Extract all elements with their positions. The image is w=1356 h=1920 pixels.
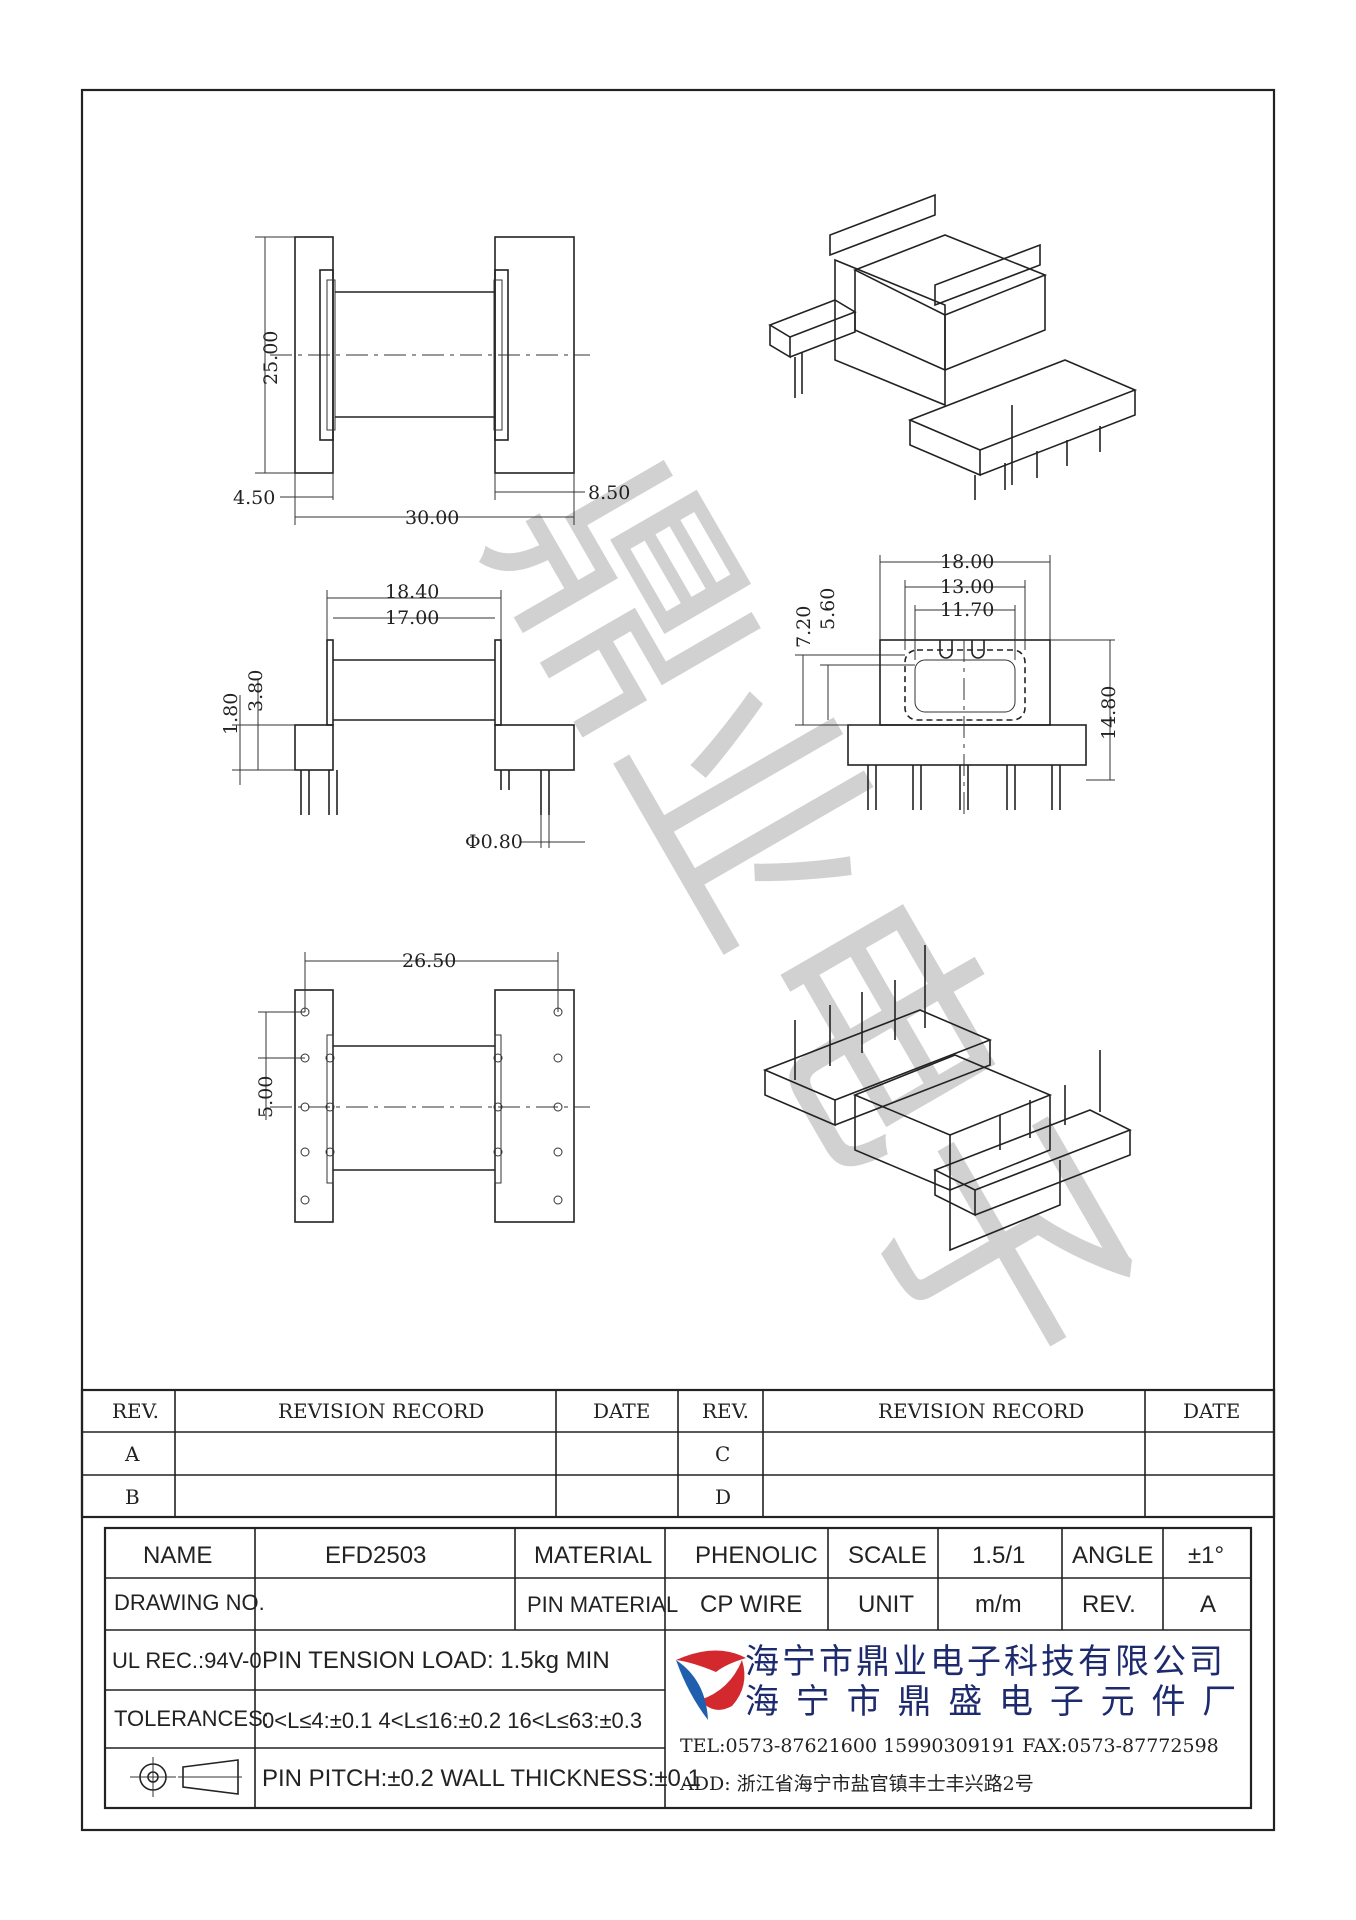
- rev-header-1: REV.: [112, 1399, 159, 1423]
- dim-14-80: 14.80: [1098, 686, 1120, 740]
- angle-label: ANGLE: [1072, 1542, 1153, 1569]
- front-view: 18.40 17.00 1.80 3.80 Φ0.80: [220, 581, 585, 853]
- watermark: 鼎业电子: [436, 415, 1188, 1427]
- rev-a: A: [124, 1442, 140, 1466]
- dim-5: 5.00: [255, 1076, 277, 1118]
- rev-value: A: [1200, 1591, 1216, 1618]
- iso-view-bottom: [762, 945, 1132, 1252]
- dim-3-80: 3.80: [245, 670, 267, 712]
- angle-value: ±1°: [1188, 1542, 1224, 1569]
- revision-record-header-2: REVISION RECORD: [878, 1399, 1084, 1423]
- rev-d: D: [715, 1485, 731, 1509]
- iso-view-top: [768, 193, 1138, 500]
- revision-record-header-1: REVISION RECORD: [278, 1399, 484, 1423]
- sheet-frame: [80, 88, 1276, 1832]
- company-tel-fax: TEL:0573-87621600 15990309191 FAX:0573-8…: [680, 1735, 1219, 1757]
- rev-label: REV.: [1082, 1591, 1136, 1618]
- company-address: ADD: 浙江省海宁市盐官镇丰士丰兴路2号: [679, 1773, 1034, 1795]
- dim-18: 18.00: [940, 551, 994, 573]
- dim-30: 30.00: [405, 507, 459, 529]
- material-label: MATERIAL: [534, 1542, 652, 1569]
- pin-tension: PIN TENSION LOAD: 1.5kg MIN: [262, 1647, 610, 1674]
- pin-material-value: CP WIRE: [700, 1591, 802, 1618]
- date-header-2: DATE: [1183, 1399, 1240, 1423]
- scale-value: 1.5/1: [972, 1542, 1025, 1569]
- ul-label: UL REC.:94V-0: [112, 1648, 262, 1673]
- dim-26-50: 26.50: [402, 950, 456, 972]
- material-value: PHENOLIC: [695, 1542, 818, 1569]
- rev-c: C: [715, 1442, 730, 1466]
- revision-table: REV. REVISION RECORD DATE REV. REVISION …: [80, 1388, 1276, 1519]
- pin-pitch: PIN PITCH:±0.2 WALL THICKNESS:±0.1: [262, 1765, 701, 1792]
- company-logo-icon: [676, 1650, 746, 1720]
- watermark-text: 鼎业电子: [436, 415, 1188, 1427]
- tolerances-label: TOLERANCES:: [114, 1706, 269, 1731]
- tolerances-value: 0<L≤4:±0.1 4<L≤16:±0.2 16<L≤63:±0.3: [262, 1708, 642, 1733]
- rev-b: B: [125, 1485, 140, 1509]
- unit-value: m/m: [975, 1591, 1022, 1618]
- side-view: 18.00 13.00 11.70 7.20 5.60 14.80: [793, 551, 1120, 820]
- unit-label: UNIT: [858, 1591, 914, 1618]
- dim-13: 13.00: [940, 576, 994, 598]
- dim-7-20: 7.20: [793, 606, 815, 648]
- title-block: NAME EFD2503 MATERIAL PHENOLIC SCALE 1.5…: [103, 1526, 1253, 1810]
- drawing-no-label: DRAWING NO.: [114, 1590, 265, 1615]
- part-name: EFD2503: [325, 1542, 426, 1569]
- dim-pin-dia: Φ0.80: [465, 831, 523, 853]
- dim-4-50: 4.50: [233, 487, 275, 509]
- dim-25: 25.00: [260, 331, 282, 385]
- bottom-view: 26.50 5.00: [255, 950, 590, 1223]
- rev-header-2: REV.: [702, 1399, 749, 1423]
- date-header-1: DATE: [593, 1399, 650, 1423]
- dim-5-60: 5.60: [817, 588, 839, 630]
- dim-17: 17.00: [385, 607, 439, 629]
- name-label: NAME: [143, 1542, 212, 1569]
- dim-8-50: 8.50: [588, 482, 630, 504]
- dim-1-80: 1.80: [220, 693, 242, 735]
- projection-symbol-icon: [130, 1757, 242, 1797]
- scale-label: SCALE: [848, 1542, 927, 1569]
- top-view: 25.00 4.50 8.50 30.00: [233, 236, 630, 529]
- pin-material-label: PIN MATERIAL: [527, 1592, 678, 1617]
- dim-18-40: 18.40: [385, 581, 439, 603]
- company-name-1: 海宁市鼎业电子科技有限公司: [745, 1642, 1226, 1682]
- company-name-2: 海 宁 市 鼎 盛 电 子 元 件 厂: [745, 1682, 1239, 1722]
- dim-11-70: 11.70: [940, 599, 994, 621]
